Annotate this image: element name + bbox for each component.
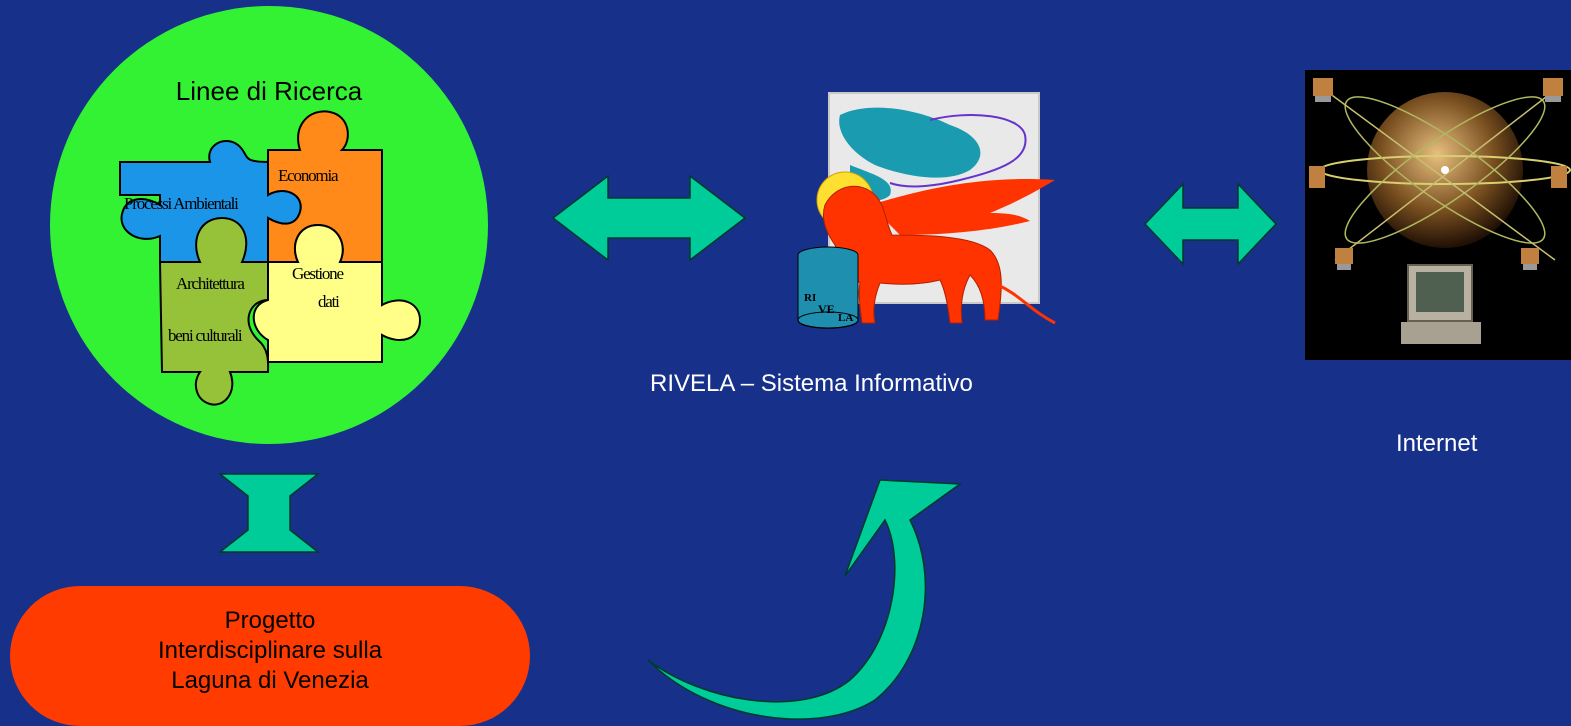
project-line-1: Progetto [224, 607, 316, 634]
db-label-ve: VE [818, 302, 835, 316]
project-box: Progetto Interdisciplinare sulla Laguna … [10, 586, 530, 726]
puzzle-piece-gestione [252, 223, 422, 363]
curved-arrow-icon [647, 479, 963, 720]
rivela-label: RIVELA – Sistema Informativo [650, 370, 973, 397]
db-label-la: LA [838, 312, 854, 324]
internet-label: Internet [1396, 430, 1478, 457]
piece-label-architettura: Architettura [176, 274, 245, 293]
piece-label-ambientali: Processi Ambientali [124, 194, 239, 213]
project-line-3: Laguna di Venezia [171, 667, 369, 694]
rivela-logo [797, 107, 1056, 329]
project-line-2: Interdisciplinare sulla [157, 637, 383, 664]
piece-label-beni-culturali: beni culturali [168, 326, 243, 345]
double-arrow-icon [1143, 182, 1278, 266]
piece-label-dati: dati [318, 292, 340, 311]
internet-network-image [1305, 70, 1571, 360]
network-globe-icon [1309, 78, 1571, 344]
puzzle-piece-architettura [158, 216, 270, 406]
research-title: Linee di Ricerca [175, 76, 363, 106]
double-arrow-icon [551, 174, 747, 262]
db-label-ri: RI [804, 292, 817, 304]
piece-label-economia: Economia [278, 166, 339, 185]
vertical-double-arrow-icon [217, 473, 321, 553]
piece-label-gestione: Gestione [292, 264, 344, 283]
